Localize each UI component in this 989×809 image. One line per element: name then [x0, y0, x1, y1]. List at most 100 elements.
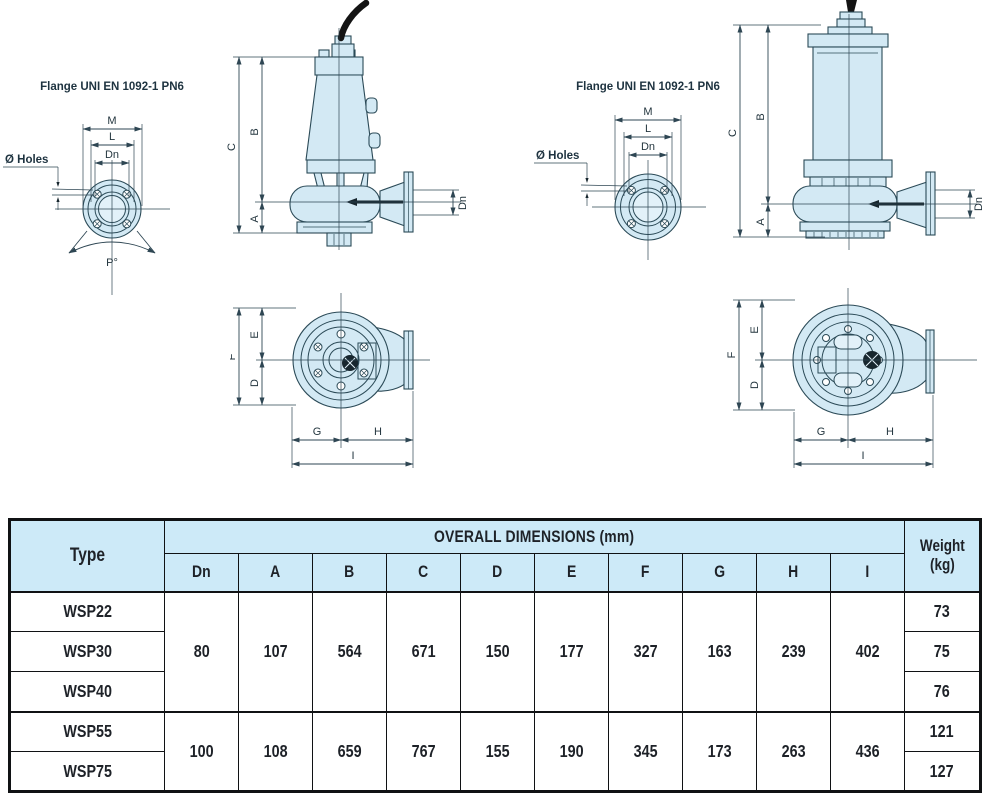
holes-label: Ø Holes: [536, 150, 579, 162]
dim-cell-d: 155: [460, 710, 535, 792]
cell-text: 100: [189, 740, 214, 761]
holes-label: Ø Holes: [5, 154, 48, 166]
dimension-g: G: [793, 426, 849, 443]
flange-title: Flange UNI EN 1092-1 PN6: [40, 81, 184, 93]
dimensions-table: Type OVERALL DIMENSIONS (mm) Weight (kg)…: [8, 518, 983, 793]
type-cell: WSP22: [9, 591, 165, 632]
dim-label-dn: Dn: [105, 149, 119, 161]
dim-label-c: C: [727, 129, 739, 137]
cell-text: 671: [411, 641, 436, 661]
dim-cell-a: 107: [238, 591, 313, 712]
dim-cell-h: 239: [756, 591, 831, 712]
table-row-wsp30: WSP30 75: [9, 631, 982, 672]
col-header-b: B: [312, 553, 387, 592]
cell-text: 190: [559, 740, 584, 761]
dim-label-c: C: [226, 143, 238, 151]
dimension-d: D: [749, 359, 765, 411]
col-header-dn: Dn: [164, 553, 239, 592]
cell-text: 73: [934, 601, 951, 622]
dim-label-f: F: [726, 351, 738, 358]
cell-text: WSP55: [63, 721, 112, 742]
col-header-weight: Weight (kg): [904, 519, 982, 592]
weight-cell: 73: [904, 591, 982, 632]
dim-cell-h: 263: [756, 710, 831, 792]
header-text: A: [270, 562, 281, 582]
header-text: E: [566, 562, 577, 582]
dimension-f: F: [230, 307, 242, 406]
cell-text: 564: [337, 641, 362, 661]
cell-text: 767: [411, 740, 436, 761]
header-text: I: [865, 562, 870, 582]
dim-cell-g: 173: [682, 710, 757, 792]
dimension-b: B: [755, 24, 771, 205]
col-header-i: I: [829, 553, 906, 592]
header-text: Type: [69, 544, 106, 566]
dim-label-i: I: [861, 450, 864, 462]
dim-label-d: D: [249, 379, 261, 387]
flange-face: [55, 160, 170, 295]
pump-body: [289, 0, 414, 247]
pump-side-view-small: C B A Dn: [226, 0, 469, 250]
col-header-e: E: [534, 553, 609, 592]
dim-label-h: H: [374, 426, 382, 438]
cell-text: 155: [485, 740, 510, 761]
col-header-a: A: [238, 553, 313, 592]
cell-text: 436: [855, 740, 880, 761]
dim-label-g: G: [817, 426, 826, 438]
dimension-i: I: [793, 450, 934, 467]
col-header-g: G: [682, 553, 757, 592]
dimension-c: C: [727, 24, 743, 238]
cell-text: 163: [707, 641, 732, 661]
cell-text: WSP30: [63, 641, 112, 661]
dim-label-p: P°: [106, 257, 118, 269]
dim-label-e: E: [249, 331, 261, 338]
cell-text: 127: [930, 760, 955, 781]
header-text: F: [641, 562, 650, 582]
dim-cell-c: 671: [386, 591, 461, 712]
header-text: B: [344, 562, 355, 582]
dimension-dn: Dn: [94, 149, 130, 196]
dim-cell-dn: 80: [164, 591, 239, 712]
header-text: D: [492, 562, 503, 582]
cell-text: 659: [337, 740, 362, 761]
dim-label-dn: Dn: [457, 196, 469, 210]
type-cell: WSP30: [9, 631, 165, 672]
dim-label-a: A: [249, 215, 261, 223]
type-cell: WSP75: [9, 751, 165, 792]
cell-text: 150: [485, 641, 510, 661]
dim-label-m: M: [643, 106, 652, 118]
weight-cell: 121: [904, 710, 982, 752]
dimension-c: C: [226, 56, 242, 234]
header-text: OVERALL DIMENSIONS (mm): [434, 527, 635, 546]
cell-text: 76: [934, 680, 951, 701]
table-row-wsp55: WSP55 100 108 659 767 155 190 345 173 26…: [9, 710, 982, 792]
dim-cell-c: 767: [386, 710, 461, 792]
dimension-l: L: [90, 131, 135, 202]
volute-casing: [755, 288, 977, 448]
power-cable: [846, 0, 857, 12]
cell-text: 80: [193, 641, 210, 661]
dim-label-l: L: [645, 123, 651, 135]
header-text: H: [788, 562, 799, 582]
dim-cell-e: 177: [534, 591, 609, 712]
cell-text: WSP75: [63, 760, 112, 781]
cell-text: 239: [781, 641, 806, 661]
cell-text: 173: [707, 740, 732, 761]
dimension-g: G: [291, 426, 342, 443]
cell-text: 107: [263, 641, 288, 661]
dim-label-f: F: [230, 353, 238, 360]
flange-diagram-large: Flange UNI EN 1092-1 PN6 M L: [534, 81, 720, 260]
dim-cell-a: 108: [238, 710, 313, 792]
cell-text: WSP22: [63, 601, 112, 622]
weight-cell: 76: [904, 671, 982, 712]
cell-text: 402: [855, 641, 880, 661]
dimension-m: M: [82, 115, 143, 206]
dim-cell-g: 163: [682, 591, 757, 712]
dimension-b: B: [249, 56, 265, 203]
dim-label-l: L: [109, 131, 115, 143]
pump-body: [792, 0, 936, 239]
dim-label-dn: Dn: [973, 197, 985, 211]
pump-top-view-small: F E D G H I: [230, 293, 430, 468]
weight-cell: 75: [904, 631, 982, 672]
